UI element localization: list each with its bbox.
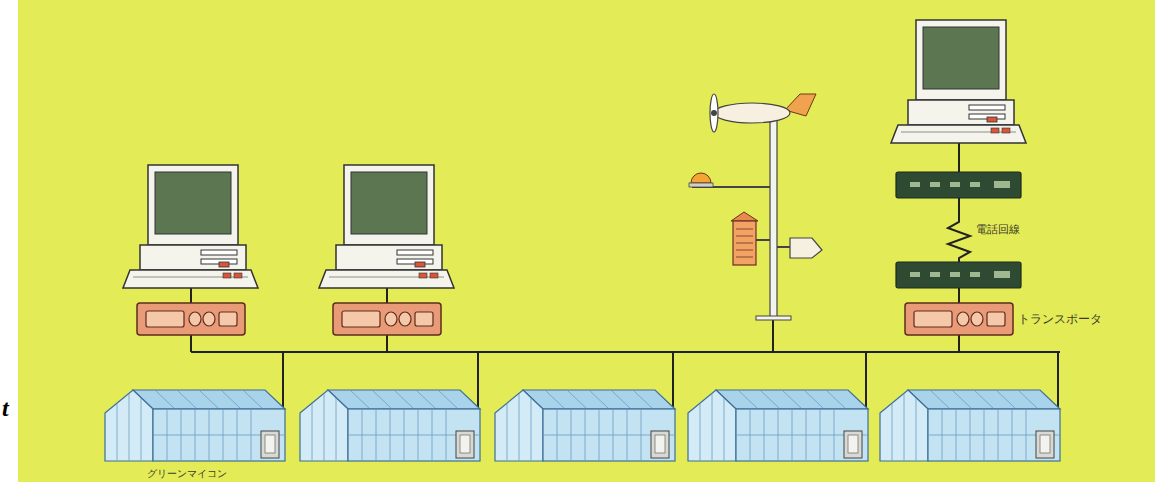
telephone-line-zigzag bbox=[948, 198, 970, 262]
transporter-box-shape bbox=[905, 303, 1013, 335]
transporter-box bbox=[137, 303, 245, 335]
greenhouse-shape bbox=[105, 390, 285, 461]
wire bbox=[958, 288, 960, 303]
propeller bbox=[710, 94, 718, 132]
computer bbox=[891, 20, 1026, 143]
pole bbox=[770, 110, 777, 318]
transporter-box: トランスポータ bbox=[905, 303, 1013, 335]
node-label: グリーンマイコン bbox=[147, 467, 227, 481]
transporter-box-shape bbox=[905, 303, 1013, 335]
lamp-base bbox=[689, 183, 713, 187]
greenhouse bbox=[688, 390, 868, 461]
node-label: トランスポータ bbox=[1018, 311, 1102, 328]
line-label: 電話回線 bbox=[976, 222, 1020, 237]
shelter-arm bbox=[756, 239, 770, 241]
bus-line bbox=[191, 351, 1060, 353]
sensor bbox=[790, 238, 822, 258]
transporter-box bbox=[333, 303, 441, 335]
modem bbox=[896, 262, 1021, 288]
greenhouse: グリーンマイコン bbox=[105, 385, 285, 481]
wire bbox=[958, 335, 960, 352]
wire bbox=[386, 288, 388, 303]
modem bbox=[896, 172, 1021, 198]
wire bbox=[958, 143, 960, 172]
wire bbox=[190, 288, 192, 303]
greenhouse bbox=[495, 390, 675, 461]
wire bbox=[190, 335, 192, 352]
greenhouse bbox=[880, 390, 1060, 461]
sensor-arm bbox=[777, 246, 790, 248]
weather-station bbox=[689, 94, 822, 352]
computer bbox=[123, 165, 258, 288]
wire bbox=[772, 318, 774, 352]
greenhouse bbox=[300, 390, 480, 461]
computer bbox=[319, 165, 454, 288]
shelter-roof bbox=[731, 212, 758, 221]
warning-lamp bbox=[691, 173, 711, 183]
propeller-hub bbox=[711, 110, 717, 116]
wind-vane bbox=[714, 103, 790, 123]
instrument-shelter bbox=[733, 221, 756, 265]
greenhouse-shape bbox=[105, 385, 285, 463]
pole-base bbox=[756, 316, 791, 320]
wire bbox=[386, 335, 388, 352]
stray-letter: t bbox=[2, 395, 9, 422]
